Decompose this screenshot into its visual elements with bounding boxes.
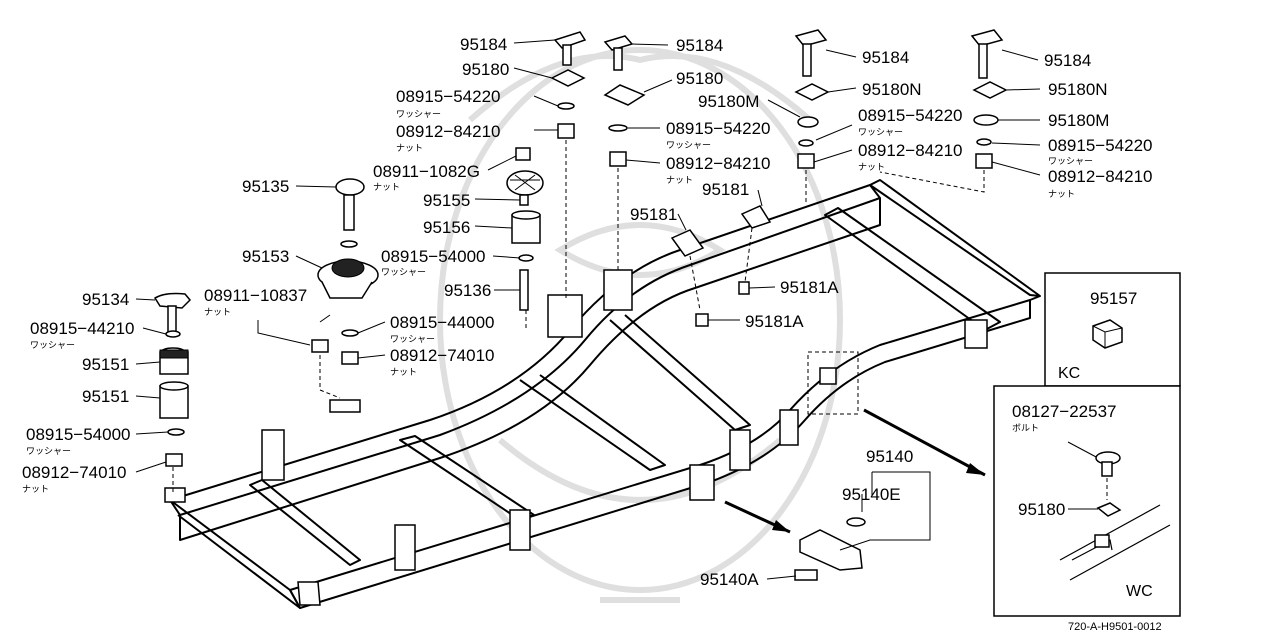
label-08915-44210: 08915−44210 <box>30 319 134 338</box>
label-08911-10837: 08911−10837 <box>204 286 307 305</box>
leader-lines <box>135 39 1041 580</box>
note-nut-c: ナット <box>204 307 231 318</box>
part-labels: 95184 95180 08915−54220 ワッシャー 08912−8421… <box>22 35 1152 589</box>
note-washer-h: ワッシャー <box>1048 157 1093 167</box>
label-95180-a: 95180 <box>462 60 509 79</box>
label-95181-a: 95181 <box>702 180 749 199</box>
inset-wc-title: WC <box>1126 583 1153 600</box>
inset-wc: 08127−22537 ボルト 95180 WC <box>993 385 1181 617</box>
label-95180n-b: 95180N <box>1048 80 1108 99</box>
label-95134: 95134 <box>82 290 129 309</box>
label-08915-54000-b: 08915−54000 <box>26 425 130 444</box>
note-nut-a: ナット <box>396 143 423 154</box>
label-95156: 95156 <box>423 218 470 237</box>
center-mount-parts <box>603 35 772 327</box>
label-95180-wc: 95180 <box>1018 500 1065 519</box>
label-08912-74010-a: 08912−74010 <box>22 463 126 482</box>
label-95181a-a: 95181A <box>780 278 839 297</box>
label-08912-84210-b: 08912−84210 <box>666 154 770 173</box>
label-95184-a: 95184 <box>460 35 507 54</box>
label-95184-b: 95184 <box>676 36 723 55</box>
label-95180n-a: 95180N <box>862 80 922 99</box>
label-95181-b: 95181 <box>630 205 677 224</box>
arrows <box>724 408 986 534</box>
label-08915-44000: 08915−44000 <box>390 313 494 332</box>
label-95140e: 95140E <box>842 485 901 504</box>
label-95153: 95153 <box>242 247 289 266</box>
note-nut-b: ナット <box>373 182 400 193</box>
label-95135: 95135 <box>242 177 289 196</box>
label-95184-c: 95184 <box>862 48 909 67</box>
label-95151-b: 95151 <box>82 387 129 406</box>
label-08915-54220-c: 08915−54220 <box>858 106 962 125</box>
note-nut-d: ナット <box>22 484 49 495</box>
label-95180m-b: 95180M <box>1048 111 1109 130</box>
note-washer-d: ワッシャー <box>26 447 71 457</box>
note-nut-g: ナット <box>858 162 885 173</box>
note-nut-f: ナット <box>666 175 693 186</box>
left-mount-parts <box>153 31 587 467</box>
inset-kc: 95157 KC <box>1044 272 1181 387</box>
label-95140: 95140 <box>866 447 913 466</box>
label-95157: 95157 <box>1090 289 1137 308</box>
label-08912-74010-b: 08912−74010 <box>390 346 494 365</box>
label-95180-b: 95180 <box>676 69 723 88</box>
label-08915-54000-a: 08915−54000 <box>381 247 485 266</box>
note-washer-c: ワッシャー <box>30 341 75 351</box>
label-08911-1082g: 08911−1082G <box>373 162 480 181</box>
label-95180m-a: 95180M <box>698 92 759 111</box>
label-95184-d: 95184 <box>1044 51 1091 70</box>
note-washer-a: ワッシャー <box>396 110 441 120</box>
inset-kc-title: KC <box>1058 365 1080 382</box>
note-bolt: ボルト <box>1012 423 1039 434</box>
note-nut-h: ナット <box>1048 189 1075 200</box>
note-nut-e: ナット <box>390 367 417 378</box>
label-08915-54220-b: 08915−54220 <box>666 119 770 138</box>
label-95181a-b: 95181A <box>745 312 804 331</box>
label-08915-54220-a: 08915−54220 <box>396 87 500 106</box>
label-08127-22537: 08127−22537 <box>1012 402 1116 421</box>
label-08912-84210-a: 08912−84210 <box>396 122 500 141</box>
label-08912-84210-c: 08912−84210 <box>858 141 962 160</box>
chassis-frame <box>164 179 1041 609</box>
note-washer-g: ワッシャー <box>858 128 903 138</box>
note-washer-e: ワッシャー <box>390 335 435 345</box>
label-95140a: 95140A <box>700 570 759 589</box>
note-washer-b: ワッシャー <box>381 268 426 278</box>
label-08912-84210-d: 08912−84210 <box>1048 167 1152 186</box>
note-washer-f: ワッシャー <box>666 141 711 151</box>
label-95136: 95136 <box>444 281 491 300</box>
label-08915-54220-d: 08915−54220 <box>1048 136 1152 155</box>
label-95155: 95155 <box>423 191 470 210</box>
diagram-code: 720-A-H9501-0012 <box>1068 621 1162 633</box>
right-mount-parts <box>794 29 1008 581</box>
guide-lines <box>172 140 985 492</box>
label-95151-a: 95151 <box>82 355 129 374</box>
